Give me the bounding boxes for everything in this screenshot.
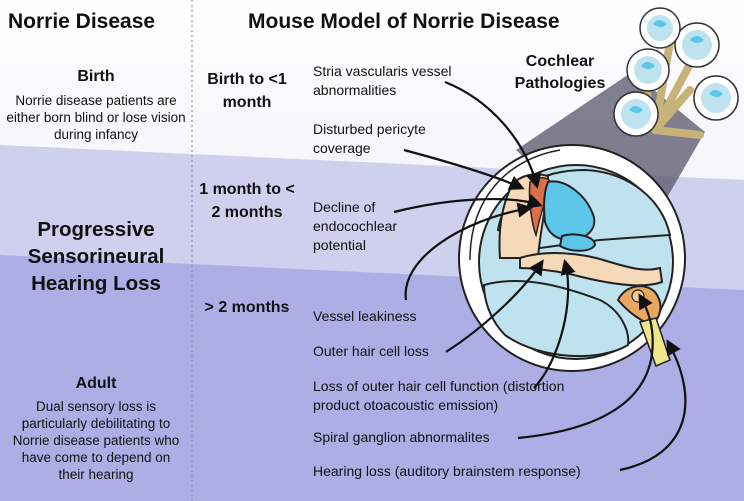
arrow-vessel bbox=[404, 202, 534, 301]
birth-text: Norrie disease patients are either born … bbox=[6, 93, 186, 142]
label-stria-vascularis: Stria vascularis vessel abnormalities bbox=[313, 63, 452, 98]
label-outer-hair-cell-function: Loss of outer hair cell function (distor… bbox=[313, 378, 565, 413]
arrow-spiral-ganglion bbox=[517, 293, 654, 440]
label-spiral-ganglion: Spiral ganglion abnormalites bbox=[313, 429, 490, 445]
birth-heading: Birth bbox=[77, 68, 115, 85]
stage-over-2-months: > 2 months bbox=[204, 299, 290, 316]
cochlea-outer-arc bbox=[469, 149, 561, 261]
left-title: Norrie Disease bbox=[8, 10, 156, 33]
right-title: Mouse Model of Norrie Disease bbox=[248, 10, 560, 33]
label-outer-hair-cell-loss: Outer hair cell loss bbox=[313, 343, 429, 359]
arrow-ohc-loss bbox=[445, 259, 544, 353]
pathology-arrows bbox=[393, 80, 687, 472]
progressive-heading: Progressive Sensorineural Hearing Loss bbox=[27, 218, 165, 295]
label-hearing-loss: Hearing loss (auditory brainstem respons… bbox=[313, 463, 581, 479]
adult-heading: Adult bbox=[75, 375, 117, 392]
cochlear-cross-section bbox=[458, 144, 686, 372]
label-pericyte-coverage: Disturbed pericyte coverage bbox=[313, 121, 426, 156]
stage-1-to-2-months: 1 month to < 2 months bbox=[199, 181, 295, 221]
stage-birth: Birth to <1 month bbox=[207, 71, 287, 111]
label-vessel-leakiness: Vessel leakiness bbox=[313, 308, 417, 324]
inset-cochlea-icon bbox=[613, 7, 739, 139]
label-endocochlear-potential: Decline of endocochlear potential bbox=[313, 199, 398, 253]
inset-title: Cochlear Pathologies bbox=[514, 53, 606, 92]
arrow-ohc-function bbox=[533, 259, 576, 389]
arrow-endocochlear bbox=[393, 193, 543, 214]
arrow-pericyte bbox=[403, 148, 525, 190]
adult-text: Dual sensory loss is particularly debili… bbox=[12, 399, 180, 482]
arrow-hearing-loss bbox=[619, 339, 687, 472]
arrow-stria bbox=[444, 80, 542, 189]
